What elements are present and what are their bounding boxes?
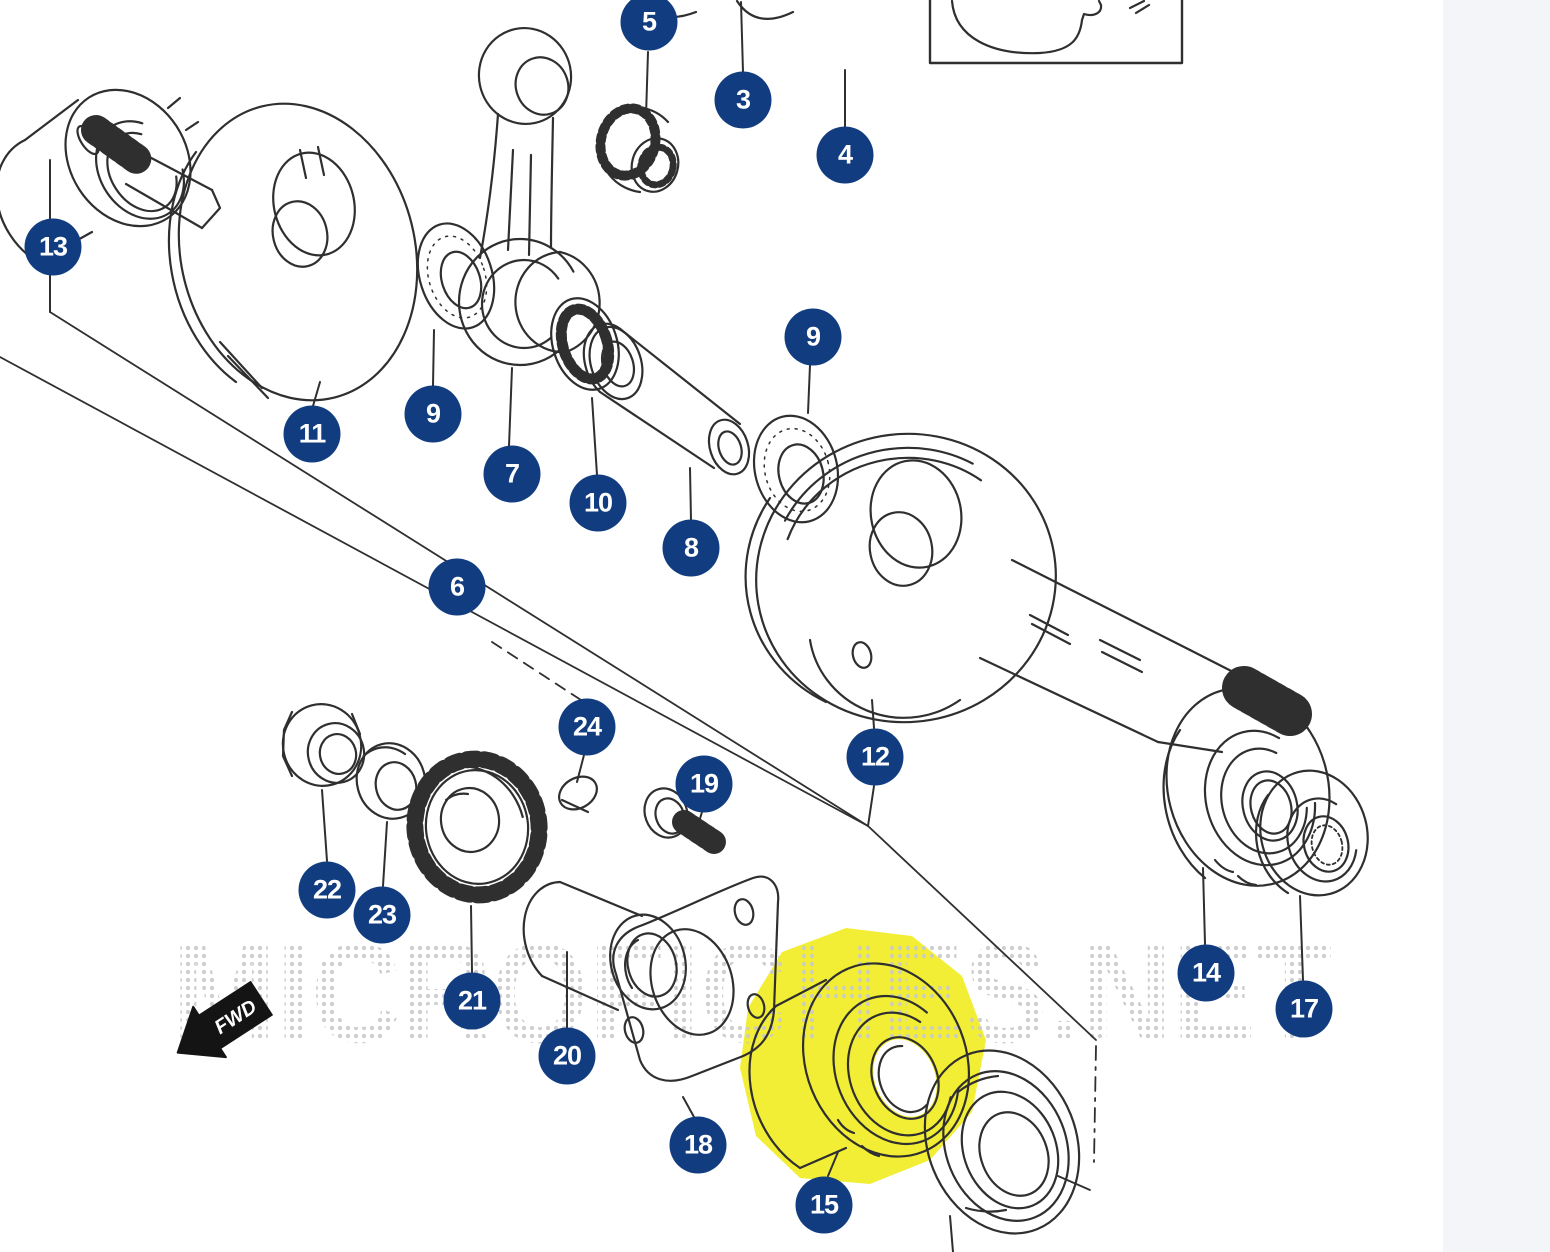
washer-9-left-drawing: [416, 222, 496, 330]
flywheel-12-drawing: [744, 432, 1312, 754]
part-badge-4[interactable]: 4: [816, 126, 874, 184]
part-badge-12[interactable]: 12: [846, 728, 904, 786]
part-badge-5[interactable]: 5: [620, 0, 678, 51]
fwd-arrow: FWD: [176, 980, 273, 1059]
bearing-14-drawing: [1162, 687, 1331, 887]
needle-bearing-10-drawing: [550, 297, 644, 401]
needle-bearing-5-drawing: [595, 103, 680, 194]
collar-20-drawing: [522, 880, 687, 1012]
washer-23-drawing: [351, 742, 427, 824]
part-badge-10[interactable]: 10: [569, 474, 627, 532]
leader-lines: [49, 1, 1304, 1252]
nut-22-drawing: [281, 703, 366, 787]
part-badge-9[interactable]: 9: [404, 385, 462, 443]
part-badge-23[interactable]: 23: [353, 886, 411, 944]
part-badge-13[interactable]: 13: [24, 218, 82, 276]
part-badge-3[interactable]: 3: [714, 71, 772, 129]
crank-pin-8-drawing: [582, 322, 751, 476]
part-badge-18[interactable]: 18: [669, 1116, 727, 1174]
washer-9-right-drawing: [752, 414, 840, 524]
crank-shaft-left-drawing: [76, 115, 222, 230]
inset-box-drawing: [928, 0, 1184, 65]
plate-18-drawing: [612, 875, 780, 1082]
part-badge-21[interactable]: 21: [443, 972, 501, 1030]
part-badge-8[interactable]: 8: [662, 519, 720, 577]
part-badge-15[interactable]: 15: [795, 1176, 853, 1234]
bearing-17-drawing: [1254, 769, 1369, 897]
connecting-rod-drawing: [457, 26, 601, 367]
part-badge-6[interactable]: 6: [428, 558, 486, 616]
part-badge-24[interactable]: 24: [558, 698, 616, 756]
part-badge-14[interactable]: 14: [1177, 944, 1235, 1002]
gear-21-drawing: [399, 750, 548, 904]
part-badge-22[interactable]: 22: [298, 861, 356, 919]
part-badge-17[interactable]: 17: [1275, 980, 1333, 1038]
crank-web-11-drawing: [167, 102, 419, 402]
pin-24-drawing: [558, 775, 598, 814]
part-badge-7[interactable]: 7: [483, 445, 541, 503]
oil-seal-drawing: [923, 1049, 1081, 1235]
page-margin-panel: [1443, 0, 1550, 1252]
part-badge-9[interactable]: 9: [784, 308, 842, 366]
part-badge-19[interactable]: 19: [675, 755, 733, 813]
part-badge-11[interactable]: 11: [283, 405, 341, 463]
part-badge-20[interactable]: 20: [538, 1027, 596, 1085]
